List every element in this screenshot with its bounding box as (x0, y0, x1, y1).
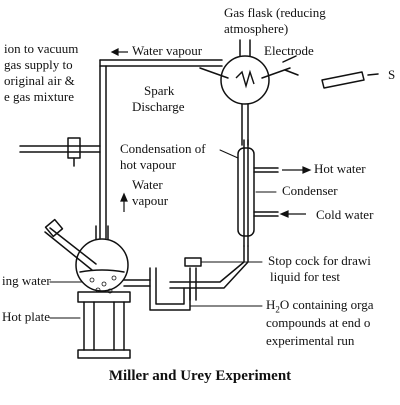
label-h2o-h: H (266, 297, 276, 312)
label-h2o-line1: H2O containing orga (266, 298, 374, 317)
condenser-outlet (169, 245, 249, 289)
label-condensation-line2: hot vapour (120, 157, 176, 172)
hot-plate-top (77, 291, 131, 303)
vacuum-stopcock (67, 137, 81, 159)
arrowhead-cold-water (279, 210, 289, 218)
arrowhead-water-vapour-top (110, 48, 119, 56)
spark-discharge (235, 69, 255, 89)
electrode-rod (321, 71, 365, 89)
label-spark-line1: Spark (144, 83, 175, 98)
label-vacuum-line1: ion to vacuum (4, 41, 79, 56)
label-gas-flask-line2: atmosphere) (224, 21, 289, 36)
label-stopcock-line2: liquid for test (270, 269, 341, 284)
label-cold-water: Cold water (316, 207, 374, 222)
label-h2o-subscript: 2 (275, 304, 280, 315)
electrode-lead-1 (282, 55, 299, 76)
label-water-vapour-top: Water vapour (132, 43, 203, 58)
label-hot-plate: Hot plate (2, 309, 51, 324)
boiling-bubbles (89, 275, 117, 294)
label-gas-flask-line1: Gas flask (reducing (224, 5, 326, 20)
label-stopcock-line1: Stop cock for drawi (268, 253, 371, 268)
boiling-flask (75, 238, 129, 292)
stopcock-drain (189, 267, 197, 301)
arrowhead-water-vapour-up (120, 192, 128, 202)
arrowhead-hot-water (302, 166, 312, 174)
label-h2o-line3: experimental run (266, 333, 355, 348)
hot-water-port (253, 167, 279, 173)
label-condenser: Condenser (282, 183, 338, 198)
boiling-water-surface (79, 269, 125, 273)
label-vacuum-line2: gas supply to (4, 57, 73, 72)
label-condensation-line1: Condensation of (120, 141, 206, 156)
gas-flask (220, 55, 270, 105)
label-electrode: Electrode (264, 43, 314, 58)
hot-plate-base (77, 349, 131, 359)
flask-inlet-clamp (44, 218, 64, 238)
hot-plate-legs (83, 301, 125, 351)
label-vacuum-line3: original air & (4, 73, 75, 88)
label-h2o-line2: compounds at end o (266, 315, 371, 330)
stopcock-handle (184, 257, 202, 267)
gas-flask-neck-bottom (241, 103, 249, 146)
condenser-inner-tube (243, 139, 249, 247)
electrode-arrow (367, 73, 379, 76)
electrode-left (199, 67, 229, 79)
left-vertical-tube (99, 59, 107, 239)
label-edge-s: S (388, 67, 396, 82)
label-spark-line2: Discharge (132, 99, 185, 114)
gas-flask-neck-top (239, 39, 251, 57)
label-h2o-rest: O containing orga (279, 297, 374, 312)
flask-inlet-tube (44, 227, 97, 271)
label-boiling-water: ing water (2, 273, 51, 288)
leader-condensation (219, 149, 239, 159)
label-water-vapour-line1: Water (132, 177, 163, 192)
label-vacuum-line4: e gas mixture (4, 89, 75, 104)
cold-water-port (253, 211, 279, 217)
boiling-flask-neck (95, 225, 109, 240)
vacuum-side-tube (19, 145, 101, 153)
figure-title: Miller and Urey Experiment (108, 368, 292, 384)
u-trap (149, 267, 191, 311)
return-tube (123, 279, 151, 287)
label-water-vapour-line2: vapour (132, 193, 169, 208)
condenser-jacket (237, 147, 255, 237)
top-tube (99, 59, 223, 67)
label-hot-water: Hot water (314, 161, 366, 176)
